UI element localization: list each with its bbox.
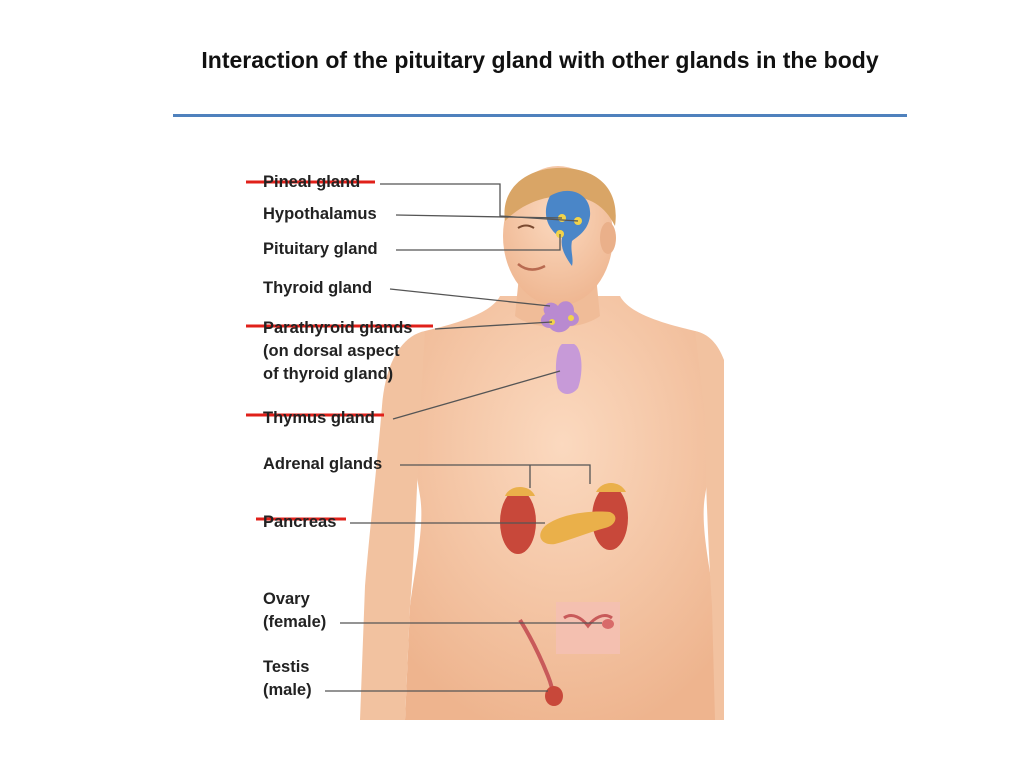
label-testis: Testis xyxy=(263,658,310,676)
parathyroid-dot-2 xyxy=(568,315,574,321)
leader-adrenal xyxy=(400,464,591,488)
torso-shape xyxy=(403,296,722,720)
mouth-mark xyxy=(517,263,546,271)
leader-pineal xyxy=(380,183,579,222)
thymus-shape xyxy=(555,344,582,394)
pancreas-shape xyxy=(540,511,616,545)
eye-mark xyxy=(517,224,535,229)
brain-structure xyxy=(545,190,591,266)
leader-thymus xyxy=(392,370,561,420)
label-pineal-gland: Pineal gland xyxy=(263,173,361,191)
label-hypothalamus: Hypothalamus xyxy=(263,205,377,223)
label-pituitary-gland: Pituitary gland xyxy=(263,240,378,258)
leader-lines xyxy=(325,183,602,692)
label-parathyroid-glands: Parathyroid glands xyxy=(263,319,413,337)
leader-thyroid xyxy=(389,288,551,307)
label-thyroid-gland: Thyroid gland xyxy=(263,279,373,297)
title-underline xyxy=(173,114,907,117)
label-parathyroid-note-2: of thyroid gland) xyxy=(263,365,394,383)
ovary-mark xyxy=(602,619,614,629)
ear-shape xyxy=(600,222,616,254)
hair-shape xyxy=(504,167,616,226)
right-adrenal-shape xyxy=(596,483,626,492)
label-thymus-gland: Thymus gland xyxy=(263,409,375,427)
label-pancreas: Pancreas xyxy=(263,513,337,531)
page-title: Interaction of the pituitary gland with … xyxy=(201,47,879,73)
left-kidney-shape xyxy=(500,490,536,554)
endocrine-diagram: Pineal gland Hypothalamus Pituitary glan… xyxy=(200,166,724,720)
strike-marks xyxy=(246,180,433,521)
leader-pituitary xyxy=(396,234,561,251)
body-illustration xyxy=(246,166,724,720)
testis-shape xyxy=(545,686,563,706)
label-ovary: Ovary xyxy=(263,590,310,608)
uterus-mark xyxy=(563,614,613,629)
left-adrenal-shape xyxy=(505,487,535,496)
label-parathyroid-note-1: (on dorsal aspect xyxy=(263,342,400,360)
label-ovary-female: (female) xyxy=(263,613,327,631)
label-testis-male: (male) xyxy=(263,681,312,699)
label-adrenal-glands: Adrenal glands xyxy=(263,455,383,473)
leader-parathyroid xyxy=(434,321,553,330)
leader-hypothalamus xyxy=(395,214,563,219)
right-arm-shape xyxy=(695,331,724,720)
